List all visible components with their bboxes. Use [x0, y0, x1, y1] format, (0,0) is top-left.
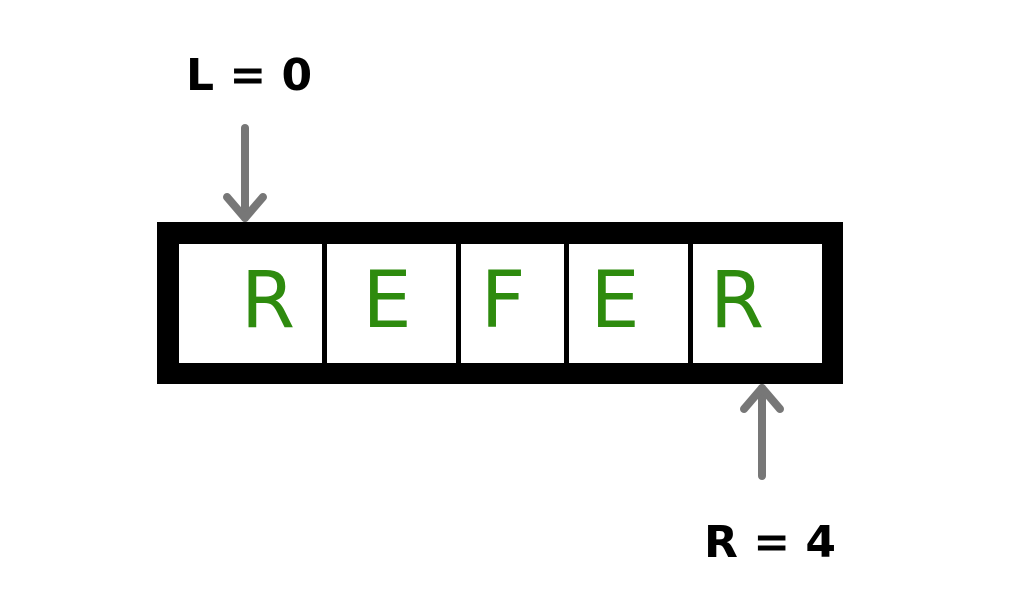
cell-divider	[456, 244, 461, 384]
array-cell-2: F	[480, 256, 526, 346]
array-cell-4: R	[709, 256, 765, 346]
right-pointer-label: R = 4	[704, 517, 836, 568]
down-arrow-icon	[223, 124, 267, 222]
left-pointer-label: L = 0	[186, 50, 313, 101]
cell-divider	[564, 244, 569, 384]
array-cell-3: E	[590, 256, 640, 346]
cell-divider	[688, 244, 693, 384]
cell-divider	[322, 244, 327, 384]
array-cell-0: R	[240, 256, 296, 346]
up-arrow-icon	[740, 384, 784, 480]
array-cells	[179, 244, 822, 363]
array-cell-1: E	[362, 256, 412, 346]
